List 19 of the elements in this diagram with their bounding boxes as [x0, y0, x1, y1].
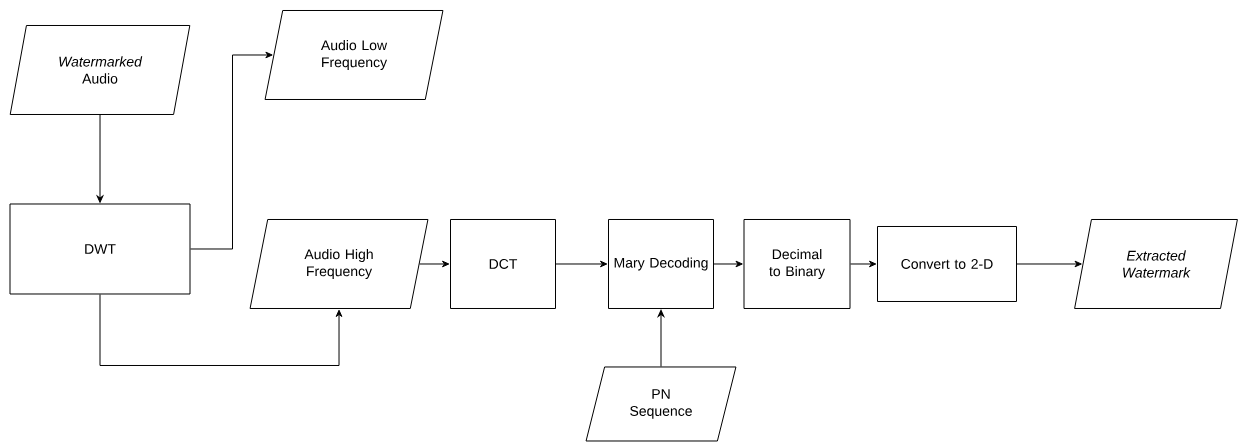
arrow [96, 114, 104, 203]
arrow [713, 260, 743, 268]
process-box: Mary Decoding [608, 219, 714, 309]
input-output-parallelogram: Watermarked Audio [9, 25, 191, 115]
input-output-parallelogram: Audio High Frequency [249, 219, 429, 309]
arrow [190, 51, 273, 250]
process-box: DWT [9, 203, 191, 295]
input-output-parallelogram: PN Sequence [585, 366, 737, 442]
process-box: DCT [450, 219, 556, 309]
input-output-parallelogram: Extracted Watermark [1074, 219, 1238, 309]
process-box: Decimal to Binary [743, 219, 851, 309]
arrow [555, 260, 608, 268]
arrow [99, 294, 343, 366]
arrow [419, 260, 450, 268]
arrow [1016, 260, 1082, 268]
process-box: Convert to 2-D [877, 226, 1017, 302]
input-output-parallelogram: Audio Low Frequency [264, 10, 444, 100]
arrow [850, 260, 877, 268]
arrow [657, 309, 665, 367]
